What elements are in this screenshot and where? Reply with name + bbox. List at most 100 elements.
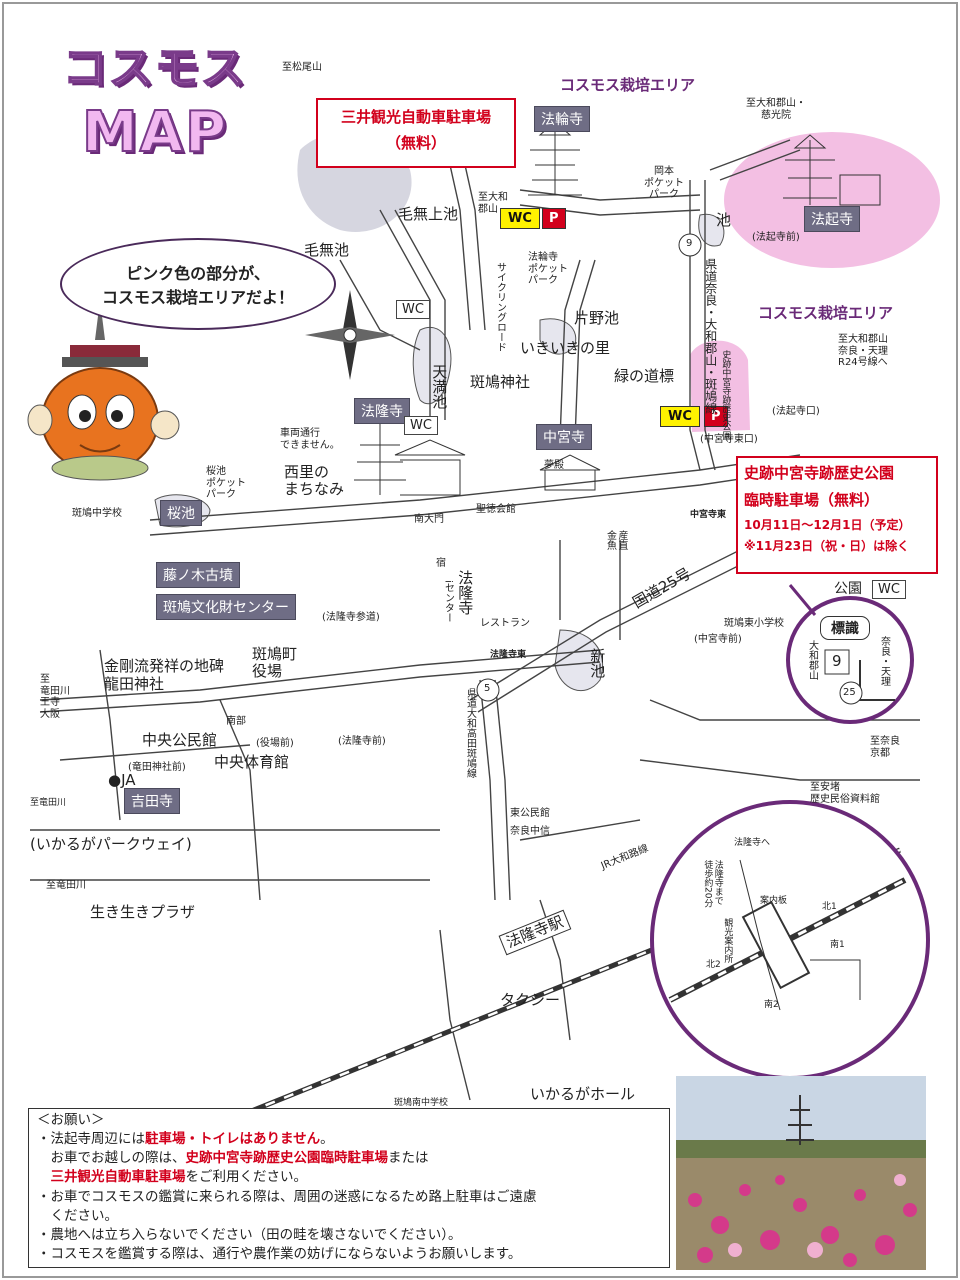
sign-inset <box>786 584 914 724</box>
cosmos-photo-drawing <box>676 1076 926 1270</box>
label-pref-road-nara: 県道奈良・大和郡山・斑鳩線 <box>703 258 718 414</box>
label-no-vehicles: 車両通行 できません。 <box>280 428 340 451</box>
notes-line1-pre: ・法起寺周辺には <box>37 1131 145 1148</box>
label-history-park: 史跡中宮寺跡歴史公園 <box>720 350 731 440</box>
label-ikiiki-plaza: 生き生きプラザ <box>90 903 196 921</box>
tag-horyuji: 法隆寺 <box>354 398 410 424</box>
label-tatsuta-jinja: 龍田神社 <box>104 675 165 693</box>
notes-line2-pre: お車でお越しの際は、 <box>37 1150 186 1167</box>
compass-rose <box>305 290 395 380</box>
cosmos-area-hokiji <box>724 132 940 268</box>
label-south1: 南1 <box>830 940 845 950</box>
tag-chuguji: 中宮寺 <box>536 424 592 450</box>
nakamiya-parking-callout: 史跡中宮寺跡歴史公園 臨時駐車場（無料） 10月11日～12月1日（予定） ※1… <box>736 456 938 574</box>
label-i-center: iセンター <box>442 580 454 623</box>
label-taxi: タクシー <box>500 991 561 1009</box>
label-ikaruga-parkway: (いかるがパークウェイ) <box>30 835 192 853</box>
nakamiya-parking-name: 史跡中宮寺跡歴史公園 <box>744 464 895 482</box>
label-to-matsuoyama: 至松尾山 <box>282 62 322 73</box>
label-higashi-kominkan: 東公民館 <box>510 808 550 819</box>
map-title-line2: MAP <box>81 99 229 166</box>
notes-line1-post: 。 <box>320 1131 334 1148</box>
label-niike: 新池 <box>588 648 607 678</box>
notes-line1-red: 駐車場・トイレはありません <box>145 1131 321 1148</box>
label-ike: 池 <box>716 211 732 229</box>
sign-label-9: 9 <box>832 652 842 670</box>
road-network <box>30 119 920 1101</box>
label-chuguji-mae: (中宮寺前) <box>694 634 742 645</box>
notes-line2-red: 史跡中宮寺跡歴史公園臨時駐車場 <box>185 1150 389 1167</box>
mitsui-parking-callout: 三井観光自動車駐車場 （無料） <box>316 98 516 168</box>
notes-line3: 三井観光自動車駐車場をご利用ください。 <box>37 1168 661 1187</box>
wc-north: WC <box>396 300 430 319</box>
parking-nakamiya: P <box>704 406 728 427</box>
notes-line2-post: または <box>388 1150 429 1167</box>
sign-title: 標識 <box>820 616 870 640</box>
parking-mitsui: P <box>542 208 566 229</box>
cultivation-area-label-2: コスモス栽培エリア <box>758 304 894 322</box>
label-kenashiue-ike: 毛無上池 <box>398 205 459 223</box>
nakamiya-parking-name2: 臨時駐車場（無料） <box>744 491 880 509</box>
label-ikiiki: いきいきの里 <box>520 339 611 357</box>
label-ja: ●JA <box>108 771 136 789</box>
label-to-ando: 至安堵 歴史民俗資料館 <box>810 782 880 805</box>
map-title-line1: コスモス <box>62 42 247 95</box>
mitsui-parking-fee: （無料） <box>385 134 446 152</box>
label-walk-20: 法隆寺まで 徒歩約20分 <box>702 860 723 908</box>
yumedono-drawing <box>539 454 601 491</box>
label-nambu: 南部 <box>226 716 246 727</box>
label-horinji-pocket: 法輪寺 ポケット パーク <box>528 252 568 286</box>
cultivation-area-label-1: コスモス栽培エリア <box>560 76 696 94</box>
horyuji-buildings <box>354 420 466 496</box>
label-sangyo: 産直 金魚 <box>604 530 628 550</box>
nakamiya-parking-exception: ※11月23日（祝・日）は除く <box>744 539 910 553</box>
label-ikaruga-minami-jhs: 斑鳩南中学校 <box>394 1098 449 1108</box>
label-midori-michishirube: 緑の道標 <box>614 367 675 385</box>
tag-sakuraike: 桜池 <box>160 500 202 526</box>
label-chuo-kominkan: 中央公民館 <box>142 731 218 749</box>
label-north2: 北2 <box>706 960 721 970</box>
notes-line1: ・法起寺周辺には駐車場・トイレはありません。 <box>37 1130 661 1149</box>
speech-bubble: ピンク色の部分が、 コスモス栽培エリアだよ！ <box>60 238 336 330</box>
label-to-nara-kyoto: 至奈良 京都 <box>870 736 900 759</box>
label-tenmanike: 天満池 <box>430 364 449 409</box>
label-ikaruga-hall: いかるがホール <box>530 1085 636 1103</box>
tag-horinji: 法輪寺 <box>534 106 590 132</box>
notes-box: ＜お願い＞ ・法起寺周辺には駐車場・トイレはありません。 お車でお越しの際は、史… <box>28 1108 670 1268</box>
label-kanko-annaijo: 観光案内所 <box>722 918 733 963</box>
hokiji-pagoda <box>783 134 881 206</box>
notes-line3-red: 三井観光自動車駐車場 <box>37 1169 186 1186</box>
label-okamoto-pocket: 岡本 ポケット パーク <box>644 166 684 200</box>
route-markers <box>476 233 702 702</box>
sign-label-25: 25 <box>843 687 856 698</box>
label-ikaruga-jinja: 斑鳩神社 <box>470 373 531 391</box>
label-nandaimon: 南大門 <box>414 514 444 525</box>
notes-line2: お車でお越しの際は、史跡中宮寺跡歴史公園臨時駐車場または <box>37 1149 661 1168</box>
label-hokiji-guchi: (法起寺口) <box>772 406 820 417</box>
label-sakuraike-pocket: 桜池 ポケット パーク <box>206 466 246 500</box>
station-inset <box>650 800 930 1080</box>
notes-line4: ・お車でコスモスの鑑賞に来られる際は、周囲の迷惑になるため路上駐車はご遠慮 <box>37 1188 537 1205</box>
label-pref-yamato-takada: 県道大和高田斑鳩線 <box>464 688 476 778</box>
label-horyuji-mae: (法隆寺前) <box>338 736 386 747</box>
sign-label-nara: 奈良・天理 <box>878 636 890 686</box>
notes-line3-post: をご利用ください。 <box>185 1169 308 1186</box>
mitsui-parking-name: 三井観光自動車駐車場 <box>340 108 491 126</box>
label-chuguji-higashiguchi: (中宮寺東口) <box>700 434 758 445</box>
label-route5: 5 <box>484 683 491 694</box>
label-horyuji-sando: (法隆寺参道) <box>322 612 380 623</box>
label-to-tatsutagawa: 至竜田川 <box>30 798 67 808</box>
label-hokiji-mae: (法起寺前) <box>752 232 800 243</box>
label-north1: 北1 <box>822 902 837 912</box>
wc-nakamiya: WC <box>660 406 700 427</box>
label-nishi-machinami: 西里の まちなみ <box>284 463 345 499</box>
label-katanoike: 片野池 <box>574 309 620 327</box>
notes-line7: ・コスモスを鑑賞する際は、通行や農作業の妨げにならないようお願いします。 <box>37 1246 522 1263</box>
label-annaiban: 案内板 <box>760 896 788 906</box>
wc-tenmanike: WC <box>404 416 438 435</box>
notes-header: ＜お願い＞ <box>37 1112 105 1128</box>
horinji-pagoda <box>528 121 582 196</box>
label-cycling-road: サイクリングロード <box>494 262 506 352</box>
label-to-tatsutagawa-oji: 至 竜田川 王寺 大阪 <box>40 674 70 720</box>
label-restaurant: レストラン <box>480 618 530 629</box>
